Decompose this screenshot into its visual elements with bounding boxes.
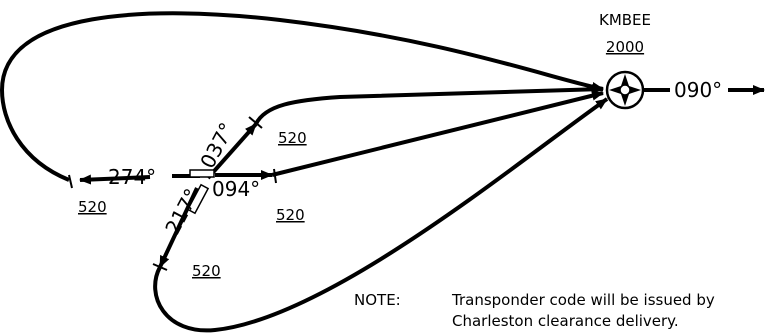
- fix-altitude: 2000: [606, 38, 644, 56]
- route-west-loop: [0, 11, 604, 182]
- exit-heading-label: 090°: [674, 78, 722, 102]
- altitude-east-label: 520: [276, 206, 305, 224]
- altitude-southwest-label: 520: [192, 262, 221, 280]
- route-heading-037: [206, 122, 258, 180]
- altitude-west-label: 520: [78, 198, 107, 216]
- heading-274-label: 274°: [108, 165, 156, 189]
- runway-04-22: [186, 183, 210, 215]
- note-line-2: Charleston clearance delivery.: [452, 312, 679, 330]
- altitude-northeast-label: 520: [278, 129, 307, 147]
- kmbee-waypoint-icon: [605, 70, 645, 110]
- route-heading-274: [79, 174, 151, 185]
- route-east-direct: [271, 90, 604, 177]
- heading-037-label: 037°: [195, 119, 239, 173]
- note-line-1: Transponder code will be issued by: [452, 291, 715, 309]
- runway-09-27: [189, 169, 215, 178]
- altitude-tick-east: [273, 168, 277, 184]
- fix-name: KMBEE: [599, 11, 651, 29]
- route-south-loop: [153, 97, 609, 333]
- altitude-tick-southwest: [152, 263, 168, 271]
- heading-217-label: 217°: [160, 185, 204, 239]
- note-label: NOTE:: [354, 291, 401, 309]
- altitude-tick-west: [68, 174, 73, 189]
- altitude-tick-northeast: [248, 116, 263, 129]
- route-heading-217: [158, 187, 199, 268]
- route-north-loop: [254, 84, 604, 126]
- heading-094-label: 094°: [212, 177, 260, 201]
